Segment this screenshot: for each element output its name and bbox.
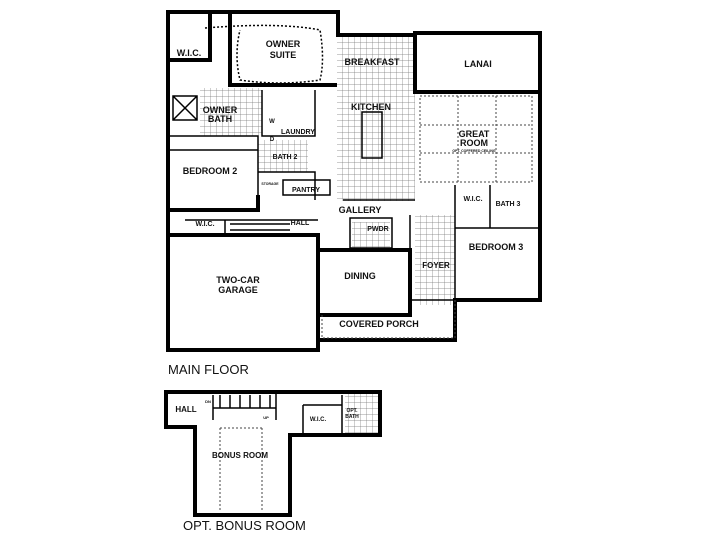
owner-bath-tile <box>200 88 262 136</box>
label-pwdr: PWDR <box>367 226 388 233</box>
shower-icon <box>172 95 198 121</box>
label-bath-2: BATH 2 <box>273 154 298 161</box>
owner-bath-wall <box>168 135 259 200</box>
porch-outline <box>321 300 456 339</box>
lanai-wall <box>413 33 540 94</box>
main-floor-plan: W.I.C. OWNER SUITE BREAKFAST LANAI OWNER… <box>166 10 542 377</box>
label-pantry: PANTRY <box>292 187 320 194</box>
label-great-room-2: ROOM <box>460 138 488 148</box>
bonus-wic-wall <box>302 395 343 435</box>
foyer-wall <box>409 215 455 301</box>
label-great-room-note: OPT. COFFERED CEILING <box>452 149 495 153</box>
opt-bath-tile <box>345 393 380 435</box>
label-foyer: FOYER <box>422 261 450 270</box>
owner-suite-wall <box>228 12 337 87</box>
bonus-exterior-wall <box>164 390 382 517</box>
bonus-dormer <box>219 427 263 512</box>
label-garage-2: GARAGE <box>218 285 258 295</box>
label-bedroom-3: BEDROOM 3 <box>469 242 524 252</box>
pantry-wall <box>282 179 331 196</box>
label-lanai: LANAI <box>464 59 492 69</box>
label-opt-bath-1: OPT. <box>346 408 358 414</box>
label-kitchen: KITCHEN <box>351 102 391 112</box>
label-covered-porch: COVERED PORCH <box>339 319 419 329</box>
label-breakfast: BREAKFAST <box>344 57 400 67</box>
label-laundry: LAUNDRY <box>281 129 315 136</box>
bedroom3-wall <box>454 185 540 300</box>
label-wic-2: W.I.C. <box>195 221 214 228</box>
label-washer: W <box>269 119 275 125</box>
garage-wall <box>168 233 320 340</box>
kitchen-island <box>361 111 383 159</box>
bonus-floor-plan: HALL DN UP W.I.C. OPT. BATH BONUS ROOM O… <box>164 390 382 533</box>
bedroom2-bottom-wall <box>168 195 260 212</box>
label-owner-suite-1: OWNER <box>266 39 301 49</box>
label-dining: DINING <box>344 271 376 281</box>
kitchen-tile <box>337 36 415 201</box>
coffered-ceiling <box>419 95 533 183</box>
label-bonus-wic: W.I.C. <box>310 417 327 423</box>
stairs <box>224 220 290 235</box>
label-bath-3: BATH 3 <box>496 201 521 208</box>
bath2-tile <box>258 140 308 172</box>
label-dn: DN <box>205 399 211 404</box>
label-owner-bath-1: OWNER <box>203 105 238 115</box>
dining-wall <box>318 248 412 317</box>
tray-ceiling <box>204 24 324 84</box>
exterior-wall <box>166 10 542 352</box>
label-opt-bath-2: BATH <box>345 414 359 420</box>
bonus-stairs <box>212 395 276 420</box>
foyer-tile <box>415 215 455 305</box>
label-wic-3: W.I.C. <box>463 196 482 203</box>
label-up: UP <box>263 415 269 420</box>
pwdr-tile <box>352 222 390 248</box>
label-great-room-1: GREAT <box>459 129 490 139</box>
laundry-wall <box>261 90 316 137</box>
label-storage: STORAGE <box>261 182 279 186</box>
label-bonus-room: BONUS ROOM <box>212 451 268 460</box>
label-bonus-hall: HALL <box>175 405 196 414</box>
bonus-floor-caption: OPT. BONUS ROOM <box>183 518 306 533</box>
main-floor-caption: MAIN FLOOR <box>168 362 249 377</box>
bath2-wall <box>258 171 316 200</box>
label-owner-suite-2: SUITE <box>270 50 297 60</box>
pwdr-wall <box>349 217 393 249</box>
label-wic-owner: W.I.C. <box>177 48 202 58</box>
label-gallery: GALLERY <box>339 205 382 215</box>
label-bedroom-2: BEDROOM 2 <box>183 166 238 176</box>
label-dryer: D <box>270 137 275 143</box>
label-owner-bath-2: BATH <box>208 114 232 124</box>
label-hall: HALL <box>291 220 310 227</box>
label-garage-1: TWO-CAR <box>216 275 260 285</box>
